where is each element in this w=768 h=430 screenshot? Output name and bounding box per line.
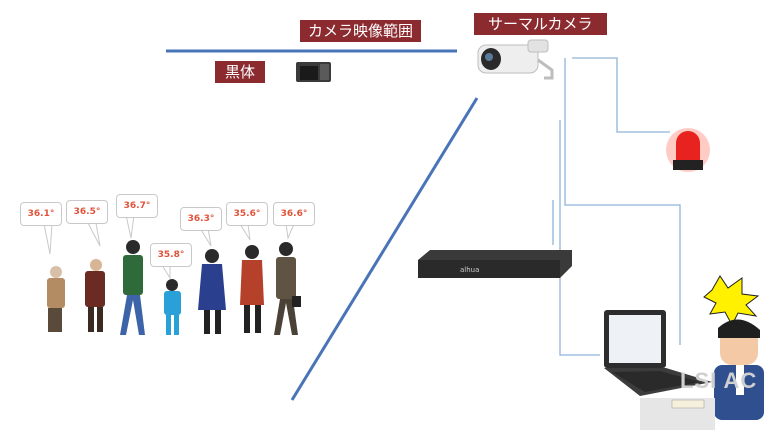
alarmed-operator-icon	[640, 275, 764, 430]
temp-bubble-7: 36.6°	[273, 202, 315, 226]
connector-lines	[552, 57, 681, 356]
person-1	[47, 266, 65, 332]
view-boundary-line	[290, 97, 479, 401]
temp-bubble-4: 35.8°	[150, 243, 192, 267]
thermal-camera-label: サーマルカメラ	[474, 13, 607, 35]
temp-bubble-3: 36.7°	[116, 194, 158, 218]
person-7	[274, 242, 301, 335]
black-body-label: 黒体	[215, 61, 266, 83]
temp-bubble-6: 35.6°	[226, 202, 268, 226]
person-3	[120, 240, 145, 335]
camera-range-label: カメラ映像範囲	[300, 20, 422, 42]
laptop-icon	[604, 310, 712, 396]
people-queue	[47, 240, 301, 335]
bullet-camera-icon	[477, 39, 554, 80]
bubble-pointers	[43, 214, 295, 280]
nvr-recorder-icon: alhua	[418, 250, 572, 278]
red-alarm-light-icon	[666, 128, 710, 172]
temp-bubble-2: 36.5°	[66, 200, 108, 224]
person-5	[198, 249, 226, 334]
person-4	[164, 279, 181, 335]
blackbody-device-icon	[296, 62, 331, 82]
nvr-brand-text: alhua	[460, 266, 479, 274]
watermark-text: LSI AC	[680, 368, 758, 393]
person-2	[85, 259, 105, 332]
temp-bubble-5: 36.3°	[180, 207, 222, 231]
person-6	[240, 245, 264, 333]
temp-bubble-1: 36.1°	[20, 202, 62, 226]
